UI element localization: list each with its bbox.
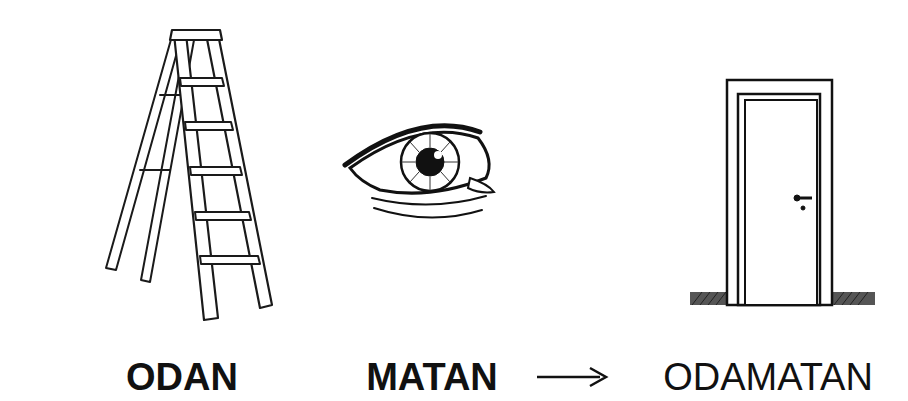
word-label: ODAN [126, 358, 238, 396]
ladder-drawing [106, 30, 272, 320]
arrow [537, 368, 606, 386]
result-word: ODAMATAN [663, 358, 873, 396]
eye-drawing [345, 126, 494, 218]
word-label: MATAN [366, 358, 498, 396]
door-drawing [690, 80, 875, 305]
